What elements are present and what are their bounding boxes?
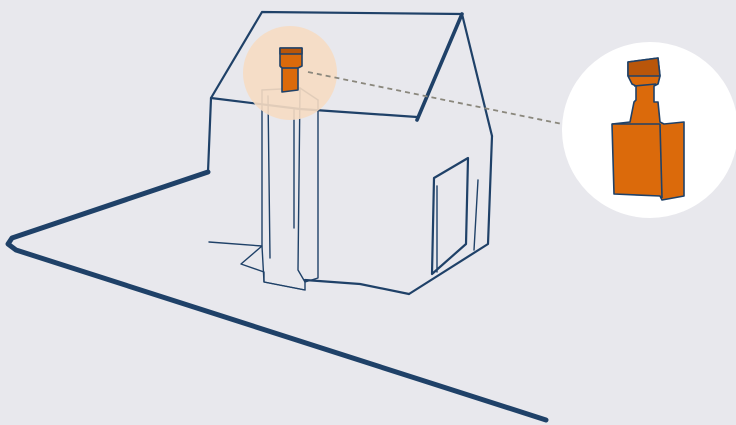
zoom-detail: [562, 42, 736, 218]
duct-inner-line: [267, 95, 271, 259]
magnified-vent-body: [611, 57, 685, 201]
door-outline: [430, 156, 470, 276]
magnified-vent-cap-icon: [611, 57, 685, 201]
duct-front-left-edge: [261, 89, 306, 291]
leader-dashed-line: [307, 71, 563, 125]
vent-pipe-cap: [279, 47, 303, 55]
house-wall-detail-line: [473, 179, 479, 251]
ground-line: [5, 169, 549, 423]
house-roof-outline-left: [206, 10, 464, 174]
house-floor-front-line: [303, 278, 411, 296]
house-gable-left-edge: [415, 12, 464, 122]
ground-edge-line: [5, 169, 549, 423]
house-gable-right-edge: [460, 12, 494, 138]
magnified-vent-sleeve-edge: [659, 123, 663, 199]
house-drawing: [206, 10, 494, 296]
house-right-wall-line: [407, 134, 494, 296]
roof-vent-pipe-icon: [279, 47, 303, 93]
magnified-vent-cap-top: [627, 57, 661, 77]
duct-side-edge: [304, 99, 319, 283]
duct-front-right-edge: [297, 87, 306, 283]
magnified-vent-collar: [633, 83, 657, 87]
house-floor-step-line: [208, 241, 306, 291]
